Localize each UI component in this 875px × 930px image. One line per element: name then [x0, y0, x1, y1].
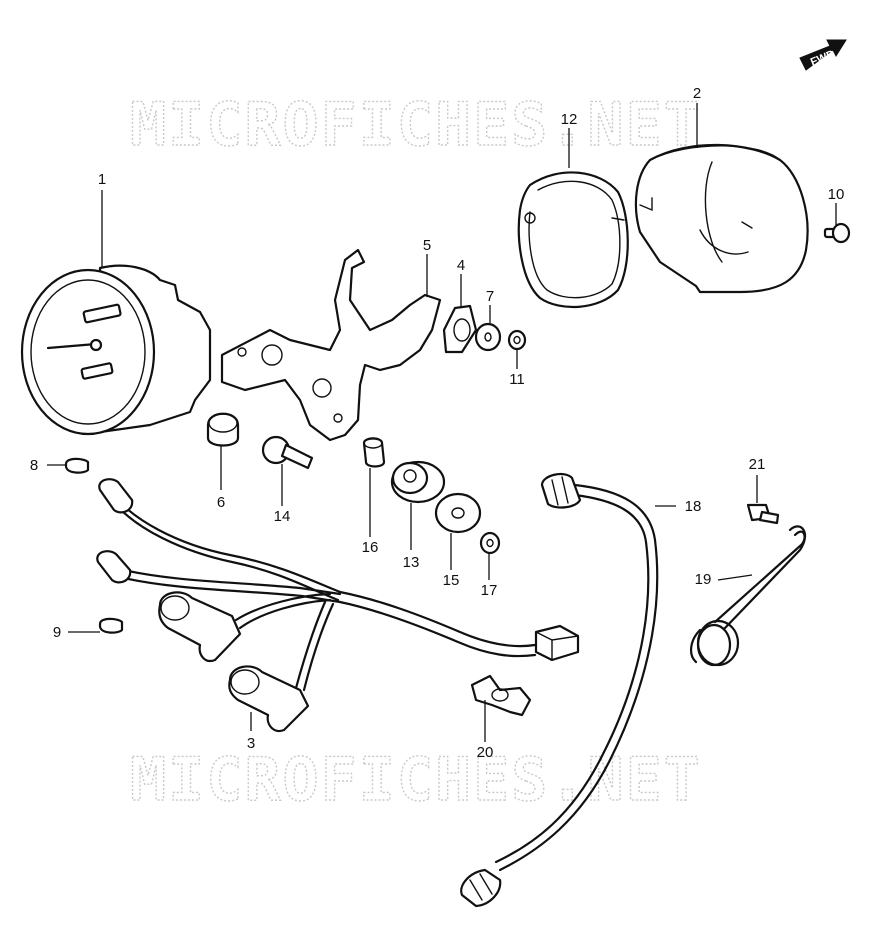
forward-arrow-icon: FWD	[799, 39, 847, 71]
wiring-harness	[96, 478, 580, 692]
watermark-bottom: MICROFICHES.NET	[130, 745, 702, 815]
callout-11: 11	[509, 371, 525, 388]
bolt-part-14	[261, 435, 314, 470]
nut-part-17	[479, 531, 501, 555]
callout-3: 3	[247, 735, 255, 752]
spring-part-19	[690, 525, 807, 667]
watermark-top: MICROFICHES.NET	[130, 90, 702, 160]
callout-19: 19	[695, 571, 712, 588]
callout-9: 9	[53, 624, 61, 641]
callout-20: 20	[477, 744, 494, 761]
callout-16: 16	[362, 539, 379, 556]
callout-10: 10	[828, 186, 845, 203]
bulb-part-8	[64, 457, 90, 474]
callout-2: 2	[693, 85, 701, 102]
bolt-part-21	[746, 503, 780, 525]
bulb-socket-part-3	[158, 591, 310, 733]
callout-13: 13	[403, 554, 420, 571]
callout-1: 1	[98, 171, 106, 188]
callout-17: 17	[481, 582, 498, 599]
meter-case-part-2	[634, 143, 809, 294]
speedometer-cable-part-18	[460, 472, 659, 908]
callout-6: 6	[217, 494, 225, 511]
washer-part-15	[434, 492, 482, 534]
nut-part-11	[507, 329, 527, 351]
callout-18: 18	[685, 498, 702, 515]
speedometer-part-1	[20, 264, 212, 436]
meter-bracket-part-5	[220, 248, 442, 442]
callout-8: 8	[30, 457, 38, 474]
callout-7: 7	[486, 288, 494, 305]
bulb-part-9	[98, 617, 124, 634]
meter-ring-part-12	[517, 171, 629, 309]
callout-12: 12	[561, 111, 578, 128]
callout-15: 15	[443, 572, 460, 589]
callout-21: 21	[749, 456, 766, 473]
spacer-part-16	[362, 437, 386, 468]
clamp-part-20	[470, 674, 532, 717]
plate-part-4	[442, 304, 478, 354]
fwd-label: FWD	[809, 48, 837, 69]
screw-part-10	[823, 222, 851, 244]
callout-5: 5	[423, 237, 431, 254]
callout-14: 14	[274, 508, 291, 525]
callout-labels: 1 2 3 4 5 6 7 8 9 10 11 12 13 14 15 16 1…	[30, 85, 845, 761]
cushion-part-6	[206, 412, 240, 447]
callout-4: 4	[457, 257, 465, 274]
grommet-part-13	[390, 460, 446, 504]
washer-part-7	[474, 322, 502, 352]
leader-lines	[47, 103, 837, 742]
